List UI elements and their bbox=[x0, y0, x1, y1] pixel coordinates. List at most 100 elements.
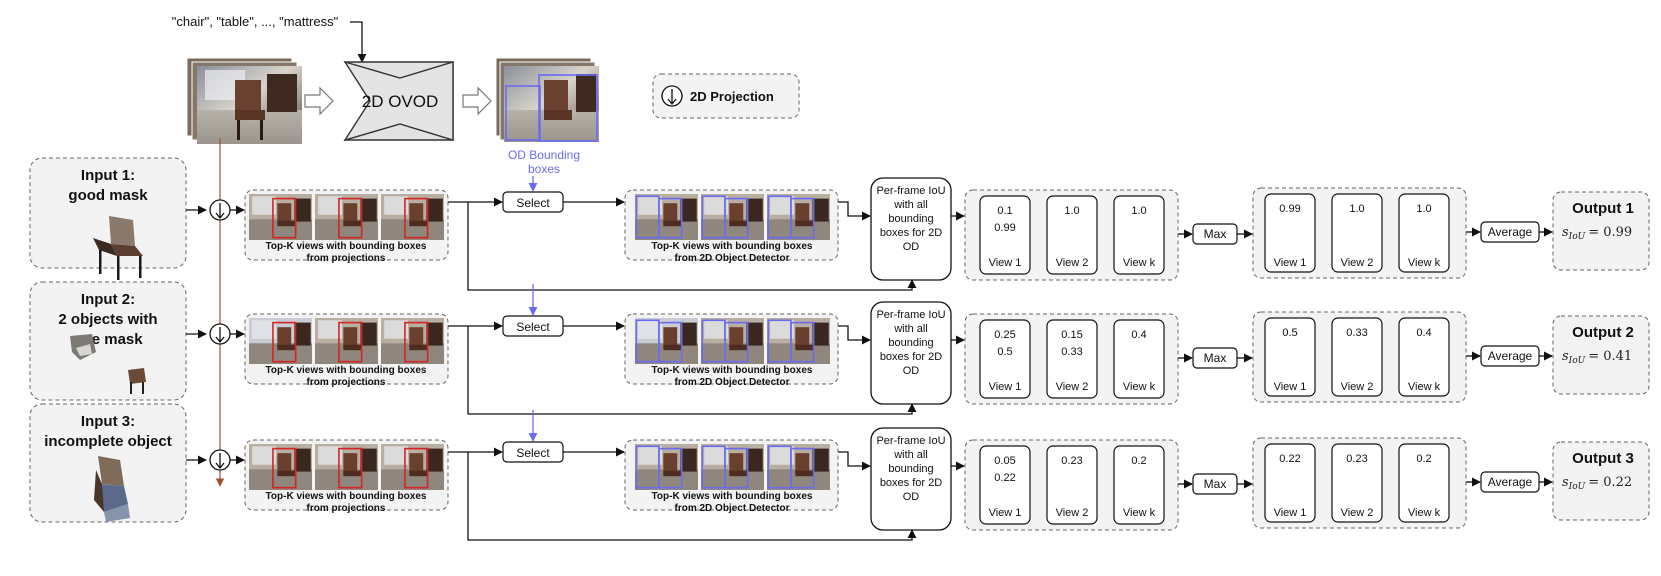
topk-detector-caption: Top-K views with bounding boxes bbox=[652, 241, 813, 252]
view-thumbnail bbox=[249, 318, 312, 364]
topk-detector-caption: Top-K views with bounding boxes bbox=[652, 491, 813, 502]
input-panel-1 bbox=[29, 157, 187, 269]
view-label: View 2 bbox=[1341, 257, 1374, 269]
projection-box bbox=[272, 321, 297, 363]
max-value: 0.99 bbox=[1279, 203, 1300, 215]
score-subscript: IoU bbox=[1568, 232, 1586, 242]
detection-box bbox=[635, 319, 660, 363]
iou-value: 0.99 bbox=[994, 222, 1015, 234]
topk-projection-caption: from projections bbox=[307, 253, 386, 264]
max-value: 0.23 bbox=[1346, 453, 1367, 465]
iou-label: bounding bbox=[888, 337, 933, 349]
max-value: 0.33 bbox=[1346, 327, 1367, 339]
average-label: Average bbox=[1488, 225, 1533, 239]
view-thumbnail bbox=[635, 318, 698, 364]
output-panel-2 bbox=[1552, 315, 1650, 395]
projection-box bbox=[338, 197, 363, 239]
projection-box bbox=[338, 447, 363, 489]
average-label: Average bbox=[1488, 349, 1533, 363]
view-thumbnail bbox=[315, 318, 378, 364]
output-title: Output 1 bbox=[1572, 200, 1634, 217]
view-thumbnail bbox=[701, 318, 764, 364]
input-title: 2 objects with bbox=[58, 311, 157, 328]
input-panel-2 bbox=[29, 281, 187, 401]
view-label: View 2 bbox=[1341, 381, 1374, 393]
view-thumbnail bbox=[249, 194, 312, 240]
iou-label: OD bbox=[903, 241, 920, 253]
view-thumbnail bbox=[315, 444, 378, 490]
max-value: 1.0 bbox=[1416, 203, 1431, 215]
view-thumbnail bbox=[381, 444, 444, 490]
iou-value: 1.0 bbox=[1064, 205, 1079, 217]
legend: 2D Projection bbox=[652, 73, 800, 119]
class-list-text: "chair", "table", ..., "mattress" bbox=[172, 14, 339, 29]
view-thumbnail bbox=[381, 318, 444, 364]
view-label: View k bbox=[1408, 507, 1441, 519]
flow-arrow bbox=[448, 325, 917, 415]
detection-box bbox=[701, 319, 726, 363]
projection-icon bbox=[209, 199, 231, 221]
topk-projection-caption: from projections bbox=[307, 503, 386, 514]
flow-arrow bbox=[838, 201, 871, 221]
detection-box bbox=[635, 195, 660, 239]
view-label: View 2 bbox=[1056, 381, 1089, 393]
iou-value: 0.2 bbox=[1131, 455, 1146, 467]
view-card bbox=[979, 195, 1031, 275]
iou-value: 0.33 bbox=[1061, 346, 1082, 358]
detection-box bbox=[767, 195, 792, 239]
object-mask-render bbox=[93, 216, 143, 280]
input-image-stack bbox=[186, 57, 302, 144]
score-formula: sIoU= 0.99 bbox=[1562, 225, 1632, 242]
hollow-arrow-icon bbox=[304, 86, 334, 116]
projection-box bbox=[272, 447, 297, 489]
detection-box bbox=[701, 195, 726, 239]
projection-box bbox=[338, 321, 363, 363]
output-title: Output 2 bbox=[1572, 324, 1634, 341]
view-card bbox=[1113, 319, 1165, 399]
od-boxes-label-1: OD Bounding bbox=[508, 148, 580, 162]
flow-arrow bbox=[838, 451, 871, 471]
input-title: Input 2: bbox=[81, 291, 135, 308]
topk-detector-caption: from 2D Object Detector bbox=[674, 377, 789, 388]
max-value: 0.4 bbox=[1416, 327, 1431, 339]
view-label: View 1 bbox=[1274, 257, 1307, 269]
class-list-arrow bbox=[350, 21, 367, 63]
topk-projection-caption: Top-K views with bounding boxes bbox=[266, 365, 427, 376]
iou-label: boxes for 2D bbox=[880, 477, 942, 489]
detection-box bbox=[767, 445, 792, 489]
iou-box bbox=[870, 427, 952, 531]
detection-box bbox=[701, 445, 726, 489]
score-subscript: IoU bbox=[1568, 482, 1586, 492]
average-label: Average bbox=[1488, 475, 1533, 489]
projection-icon bbox=[209, 449, 231, 471]
score-symbol: s bbox=[1562, 225, 1569, 240]
iou-value: 1.0 bbox=[1131, 205, 1146, 217]
max-value: 1.0 bbox=[1349, 203, 1364, 215]
iou-value: 0.5 bbox=[997, 346, 1012, 358]
output-panel-3 bbox=[1552, 441, 1650, 521]
projection-box bbox=[404, 197, 429, 239]
iou-box bbox=[870, 301, 952, 405]
input-title: Input 1: bbox=[81, 167, 135, 184]
max-value: 0.5 bbox=[1282, 327, 1297, 339]
view-thumbnail bbox=[635, 194, 698, 240]
topk-detector-caption: Top-K views with bounding boxes bbox=[652, 365, 813, 376]
view-label: View k bbox=[1123, 257, 1156, 269]
iou-value: 0.23 bbox=[1061, 455, 1082, 467]
view-card bbox=[1398, 317, 1450, 397]
output-title: Output 3 bbox=[1572, 450, 1634, 467]
view-thumbnail bbox=[701, 194, 764, 240]
score-formula: sIoU= 0.22 bbox=[1562, 475, 1632, 492]
topk-projection-caption: Top-K views with bounding boxes bbox=[266, 241, 427, 252]
score-symbol: s bbox=[1562, 349, 1569, 364]
select-label: Select bbox=[516, 446, 550, 460]
view-label: View k bbox=[1408, 381, 1441, 393]
object-mask-render bbox=[94, 456, 130, 522]
iou-value: 0.4 bbox=[1131, 329, 1146, 341]
view-card bbox=[1046, 195, 1098, 275]
object-mask-render bbox=[70, 334, 146, 394]
iou-value: 0.25 bbox=[994, 329, 1015, 341]
view-thumbnail bbox=[767, 444, 830, 490]
